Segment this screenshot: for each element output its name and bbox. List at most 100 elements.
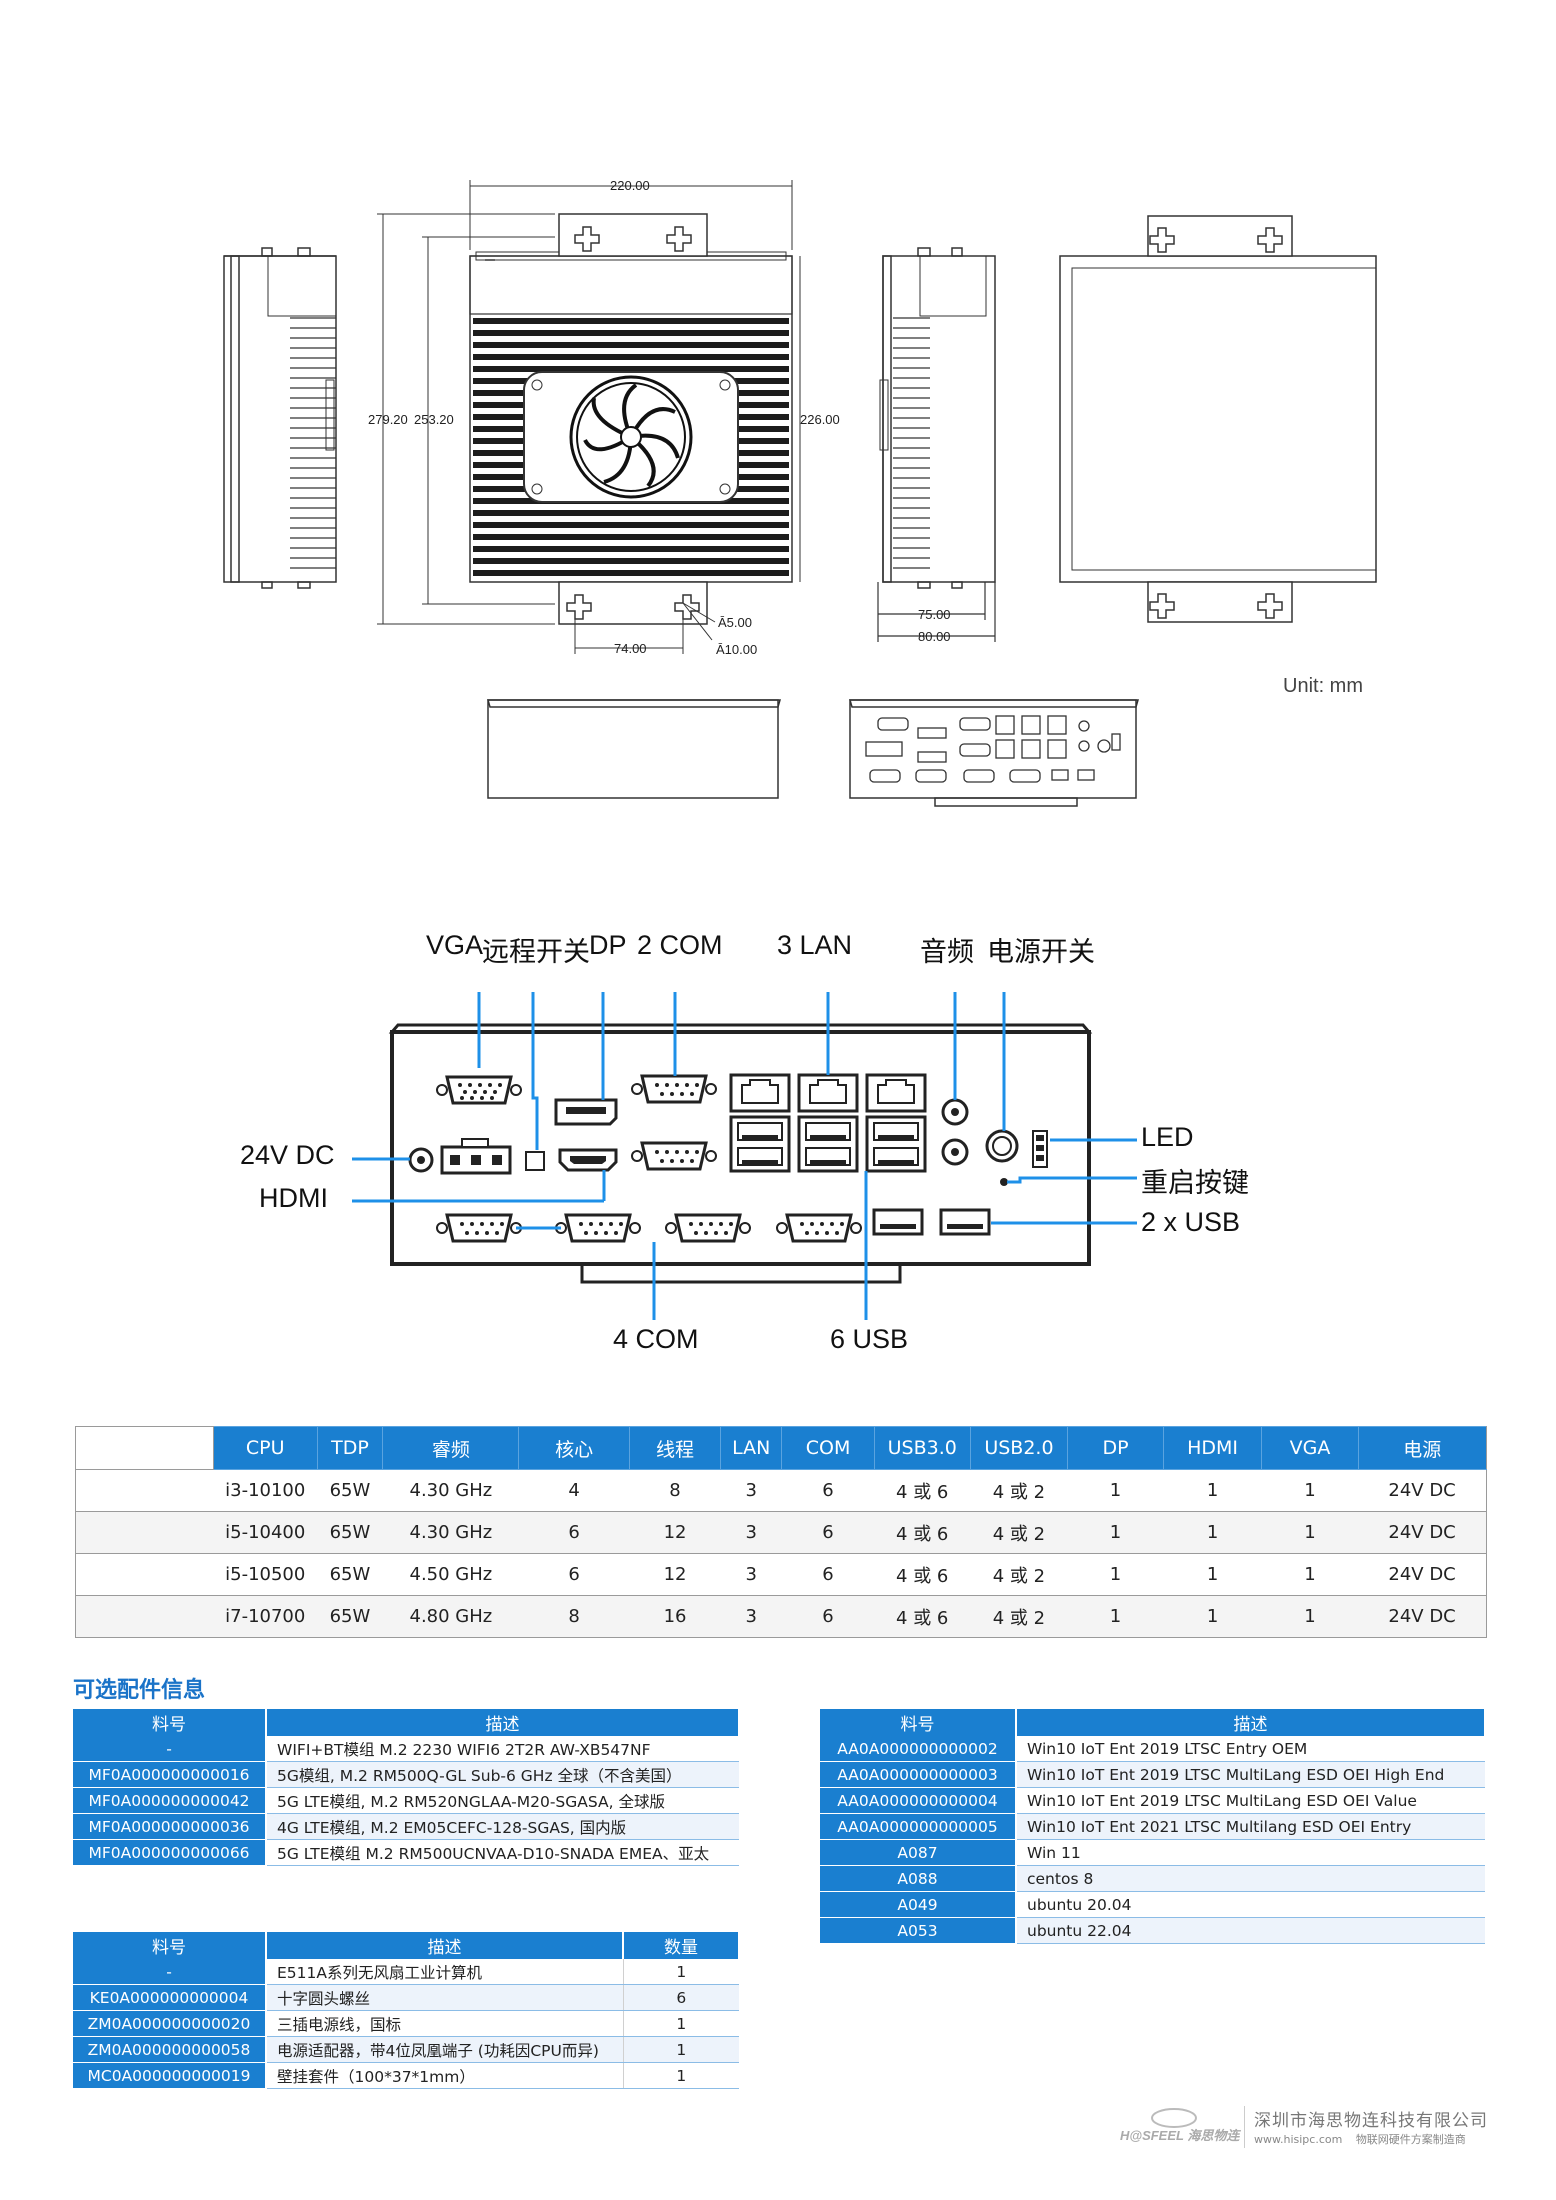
description: 4G LTE模组, M.2 EM05CEFC-128-SGAS, 国内版 [266,1813,739,1840]
part-number: A049 [820,1891,1017,1918]
part-number: MC0A000000000019 [73,2062,267,2089]
part-number: AA0A000000000005 [820,1813,1017,1840]
dim-height-inner: 253.20 [414,412,454,427]
spec-cell: 4.50 GHz [382,1553,519,1596]
spec-header-cell: 睿频 [382,1426,520,1470]
description: 十字圆头螺丝 [266,1984,623,2011]
spec-cell: 12 [629,1553,721,1596]
spec-cell: 4.80 GHz [382,1595,519,1638]
spec-row-blank [75,1553,214,1596]
spec-cell: 3 [720,1511,782,1554]
spec-cell: 4 或 6 [874,1553,971,1596]
quantity: 6 [622,1984,739,2011]
part-number: MF0A000000000036 [73,1813,267,1840]
modules-table-body: -WIFI+BT模组 M.2 2230 WIFI6 2T2R AW-XB547N… [73,1736,739,1866]
spec-cell: 8 [518,1595,630,1638]
spec-cell: i5-10400 [213,1511,318,1554]
spec-cell: 6 [781,1595,875,1638]
spec-header-cell: DP [1067,1426,1164,1470]
spec-row-blank [75,1511,214,1554]
quantity: 1 [622,2010,739,2037]
spec-cell: 3 [720,1553,782,1596]
spec-header-row: CPU TDP 睿频 核心 线程 LAN COM USB3.0 USB2.0 D… [75,1426,1488,1470]
spec-header-cell: 线程 [628,1426,722,1470]
spec-cell: 65W [317,1469,383,1512]
spec-header-cell: COM [781,1426,875,1470]
description: Win 11 [1016,1839,1485,1866]
part-number: MF0A000000000066 [73,1839,267,1866]
label-24v-dc: 24V DC [240,1140,335,1170]
spec-cell: 4 或 2 [970,1511,1068,1554]
description: 5G LTE模组 M.2 RM500UCNVAA-D10-SNADA EMEA、… [266,1839,739,1866]
package-header-part: 料号 [73,1932,267,1959]
spec-cell: 24V DC [1358,1511,1488,1554]
spec-cell: 6 [518,1553,630,1596]
spec-header-cell: TDP [316,1426,384,1470]
quantity: 1 [622,2062,739,2089]
spec-cell: 1 [1067,1553,1164,1596]
spec-cell: 1 [1067,1469,1164,1512]
description: 5G LTE模组, M.2 RM520NGLAA-M20-SGASA, 全球版 [266,1787,739,1814]
spec-cell: i7-10700 [213,1595,318,1638]
spec-cell: 1 [1261,1595,1359,1638]
spec-cell: 4 或 2 [970,1553,1068,1596]
spec-cell: 4 或 6 [874,1511,971,1554]
spec-row-blank [75,1469,214,1512]
spec-header-cell: VGA [1261,1426,1359,1470]
footer-slogan: 物联网硬件方案制造商 [1355,2133,1466,2146]
dim-side-a: 75.00 [918,607,951,622]
spec-cell: 65W [317,1511,383,1554]
package-header-qty: 数量 [623,1932,740,1959]
spec-cell: 1 [1261,1511,1359,1554]
spec-cell: 4 或 2 [970,1469,1068,1512]
spec-cell: 24V DC [1358,1595,1488,1638]
part-number: MF0A000000000016 [73,1761,267,1788]
description: 壁挂套件（100*37*1mm） [266,2062,623,2089]
label-6usb: 6 USB [830,1324,909,1354]
part-number: KE0A000000000004 [73,1984,267,2011]
label-4com: 4 COM [613,1324,699,1354]
label-dp: DP [589,930,627,960]
spec-cell: 6 [518,1511,630,1554]
optional-accessories-title: 可选配件信息 [73,1678,206,1703]
package-header-row: 料号 描述 数量 [73,1932,740,1959]
spec-cell: 4 [518,1469,630,1512]
label-remote-switch: 远程开关 [482,937,590,967]
label-power-switch: 电源开关 [987,937,1095,967]
spec-cell: 4 或 2 [970,1595,1068,1638]
dim-height-total: 279.20 [368,412,408,427]
modules-header-desc: 描述 [266,1709,740,1736]
part-number: ZM0A000000000020 [73,2010,267,2037]
part-number: A088 [820,1865,1017,1892]
label-2usb: 2 x USB [1141,1207,1241,1237]
dim-width-top: 220.00 [610,178,650,193]
description: Win10 IoT Ent 2019 LTSC MultiLang ESD OE… [1016,1761,1485,1788]
part-number: MF0A000000000042 [73,1787,267,1814]
spec-header-cell: USB3.0 [873,1426,971,1470]
description: E511A系列无风扇工业计算机 [266,1959,623,1985]
part-number: AA0A000000000004 [820,1787,1017,1814]
company-logo: H@SFEEL 海思物连 [1120,2108,1241,2143]
spec-cell: 24V DC [1358,1553,1488,1596]
dim-hole-large: Ā10.00 [716,642,757,657]
spec-cell: 1 [1067,1511,1164,1554]
dim-side-b: 80.00 [918,629,951,644]
dim-hole-small: Ā5.00 [718,615,752,630]
spec-header-cell: LAN [720,1426,783,1470]
spec-header-cell: CPU [212,1426,318,1470]
spec-cell: 6 [781,1553,875,1596]
modules-header-row: 料号 描述 [73,1709,740,1736]
